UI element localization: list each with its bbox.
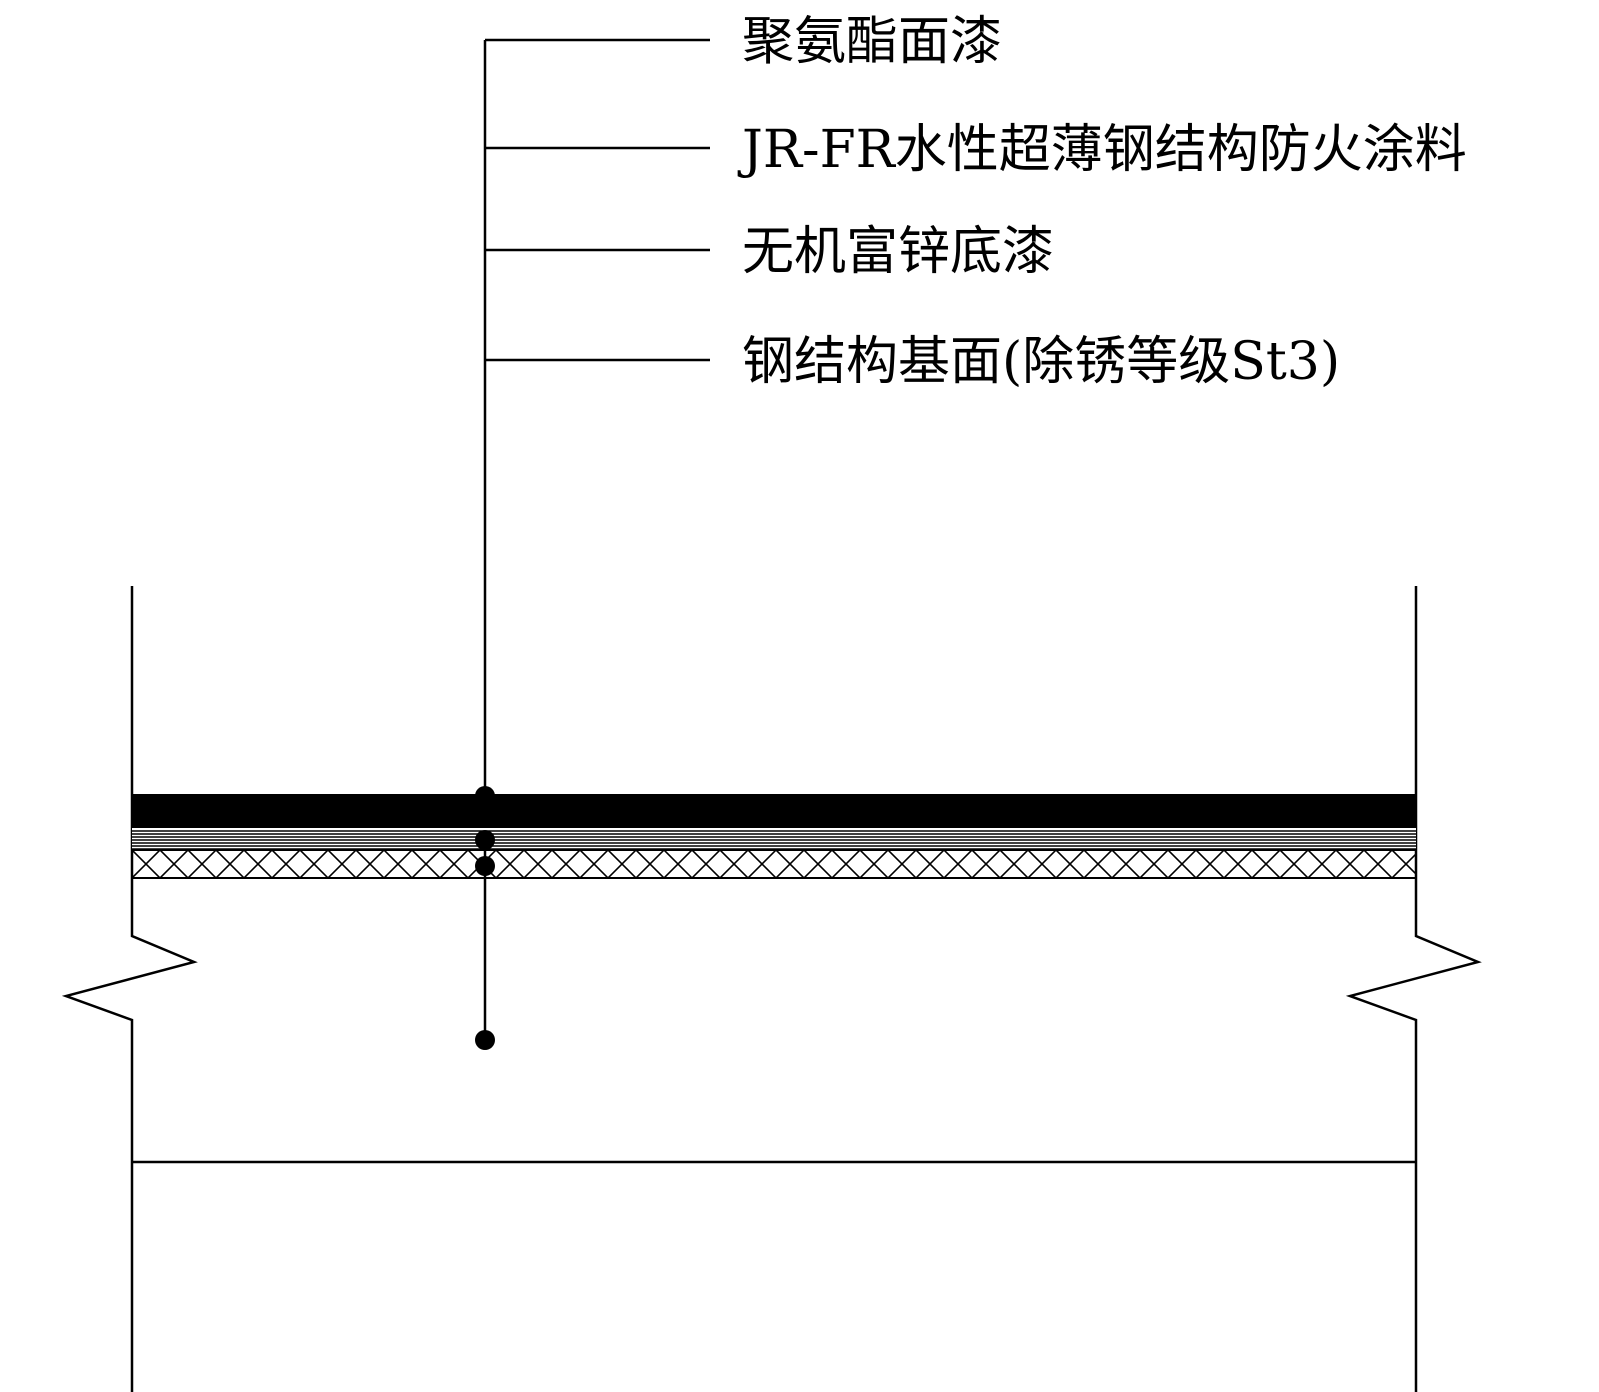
steel-member-outline: [61, 586, 1482, 1392]
label-zinc-primer: 无机富锌底漆: [742, 222, 1055, 282]
right-break-line: [1345, 586, 1482, 1392]
leader-dot-layer-1: [475, 786, 495, 806]
leader-dots: [475, 786, 495, 1050]
fireproof-coating-layer: [132, 828, 1416, 850]
zinc-primer-layer: [131, 849, 1417, 879]
leader-lines: [483, 38, 710, 1040]
label-fireproof-coating: JR-FR水性超薄钢结构防火涂料: [742, 120, 1467, 180]
left-break-line: [61, 586, 198, 1392]
leader-dot-layer-2: [475, 830, 495, 850]
leader-dot-layer-3: [475, 856, 495, 876]
polyurethane-topcoat-layer: [132, 794, 1416, 828]
label-polyurethane-topcoat: 聚氨酯面漆: [742, 12, 1003, 72]
label-steel-substrate: 钢结构基面(除锈等级St3): [742, 332, 1341, 392]
leader-dot-layer-4: [475, 1030, 495, 1050]
